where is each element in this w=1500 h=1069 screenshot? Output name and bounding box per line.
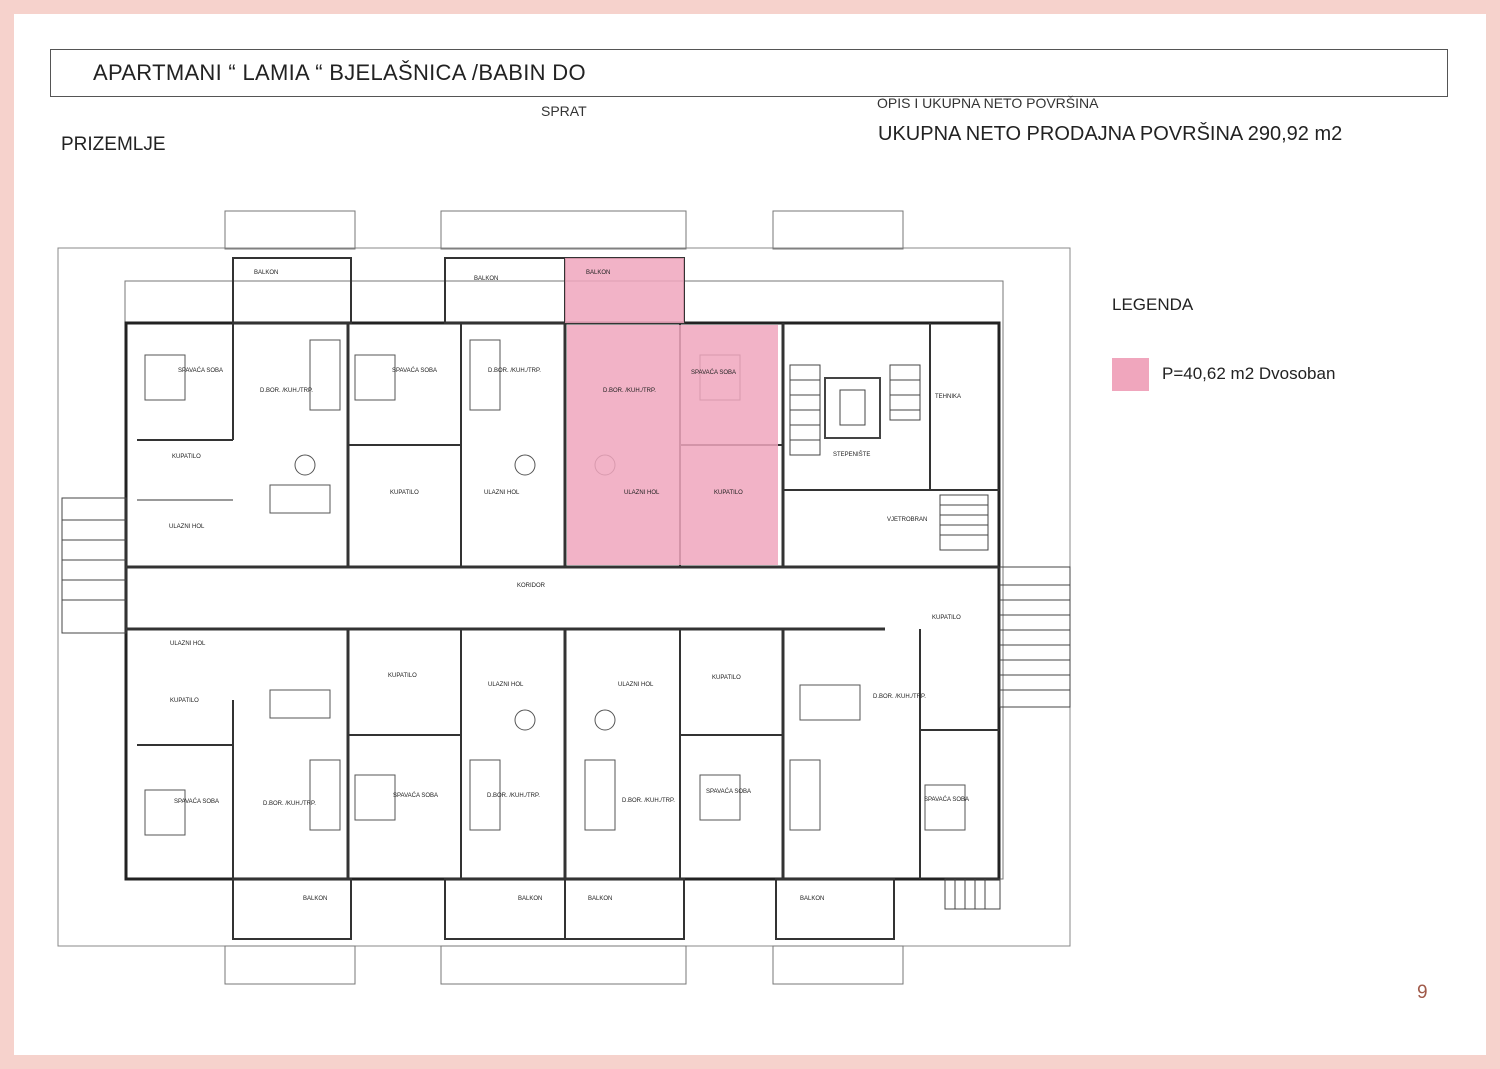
rooms_bottom_service-5: KUPATILO <box>712 675 741 681</box>
balconies_bottom-2: BALKON <box>588 896 612 902</box>
balcony-bottom-outline-1 <box>224 945 356 985</box>
rooms_top-4: D.BOR. /KUH./TRP. <box>603 388 656 394</box>
rooms_bottom-6: D.BOR. /KUH./TRP. <box>873 694 926 700</box>
rooms_service-0: KUPATILO <box>172 454 201 460</box>
rooms_top-7: STEPENIŠTE <box>833 451 870 458</box>
sprat-label: SPRAT <box>541 103 587 119</box>
rooms_bottom-1: D.BOR. /KUH./TRP. <box>263 801 316 807</box>
balcony-bottom-1 <box>232 878 352 940</box>
legend-title: LEGENDA <box>1112 295 1194 314</box>
legend-swatch <box>1112 358 1149 391</box>
rooms_service-4: ULAZNI HOL <box>624 490 660 496</box>
page-title: APARTMANI “ LAMIA “ BJELAŠNICA /BABIN DO <box>93 60 586 85</box>
balconies_bottom-3: BALKON <box>800 896 824 902</box>
balcony-top-1 <box>232 257 352 324</box>
balcony-top-2 <box>444 257 566 324</box>
description-label: OPIS I UKUPNA NETO POVRŠINA <box>877 95 1099 111</box>
rooms_service-6: KORIDOR <box>517 583 546 589</box>
balcony-top-outline-2 <box>440 210 687 250</box>
rooms_bottom-4: D.BOR. /KUH./TRP. <box>622 798 675 804</box>
rooms_bottom-0: SPAVAĆA SOBA <box>174 798 219 805</box>
balcony-bottom-outline-3 <box>772 945 904 985</box>
rooms_bottom_service-2: KUPATILO <box>388 673 417 679</box>
rooms_top-6: TEHNIKA <box>935 394 961 400</box>
building-walls <box>124 321 1001 881</box>
rooms_top-3: D.BOR. /KUH./TRP. <box>488 368 541 374</box>
rooms_bottom_service-1: KUPATILO <box>170 698 199 704</box>
balcony-bottom-outline-2 <box>440 945 687 985</box>
total-area-label: UKUPNA NETO PRODAJNA POVRŠINA 290,92 m2 <box>878 123 1343 145</box>
rooms_bottom-5: SPAVAĆA SOBA <box>706 788 751 795</box>
balconies_top-2: BALKON <box>586 270 610 276</box>
balcony-top-outline-3 <box>772 210 904 250</box>
highlight-living <box>567 325 778 445</box>
rooms_bottom_service-4: ULAZNI HOL <box>618 682 654 688</box>
title-box: APARTMANI “ LAMIA “ BJELAŠNICA /BABIN DO <box>50 49 1448 97</box>
balcony-top-outline-1 <box>224 210 356 250</box>
balconies_bottom-0: BALKON <box>303 896 327 902</box>
rooms_bottom_service-0: ULAZNI HOL <box>170 641 206 647</box>
rooms_top-5: SPAVAĆA SOBA <box>691 369 736 376</box>
balconies_bottom-1: BALKON <box>518 896 542 902</box>
floor-label: PRIZEMLJE <box>61 134 166 155</box>
page-number: 9 <box>1417 982 1428 1003</box>
rooms_service-1: ULAZNI HOL <box>169 524 205 530</box>
highlighted-apartment <box>565 258 778 565</box>
rooms_bottom-2: SPAVAĆA SOBA <box>393 792 438 799</box>
rooms_bottom-7: SPAVAĆA SOBA <box>924 796 969 803</box>
rooms_service-5: KUPATILO <box>714 490 743 496</box>
balconies_top-0: BALKON <box>254 270 278 276</box>
balconies_top-1: BALKON <box>474 276 498 282</box>
rooms_top-0: SPAVAĆA SOBA <box>178 367 223 374</box>
rooms_bottom_service-6: KUPATILO <box>932 615 961 621</box>
balcony-bottom-2 <box>444 878 566 940</box>
rooms_service-2: KUPATILO <box>390 490 419 496</box>
rooms_bottom-3: D.BOR. /KUH./TRP. <box>487 793 540 799</box>
rooms_top-1: D.BOR. /KUH./TRP. <box>260 388 313 394</box>
rooms_bottom_service-3: ULAZNI HOL <box>488 682 524 688</box>
highlight-service <box>567 445 778 565</box>
highlight-balcony <box>565 258 684 323</box>
rooms_top-2: SPAVAĆA SOBA <box>392 367 437 374</box>
rooms_top-8: VJETROBRAN <box>887 517 927 523</box>
legend-item-label: P=40,62 m2 Dvosoban <box>1162 364 1336 383</box>
balcony-bottom-3 <box>564 878 685 940</box>
rooms_service-3: ULAZNI HOL <box>484 490 520 496</box>
balcony-bottom-4 <box>775 878 895 940</box>
